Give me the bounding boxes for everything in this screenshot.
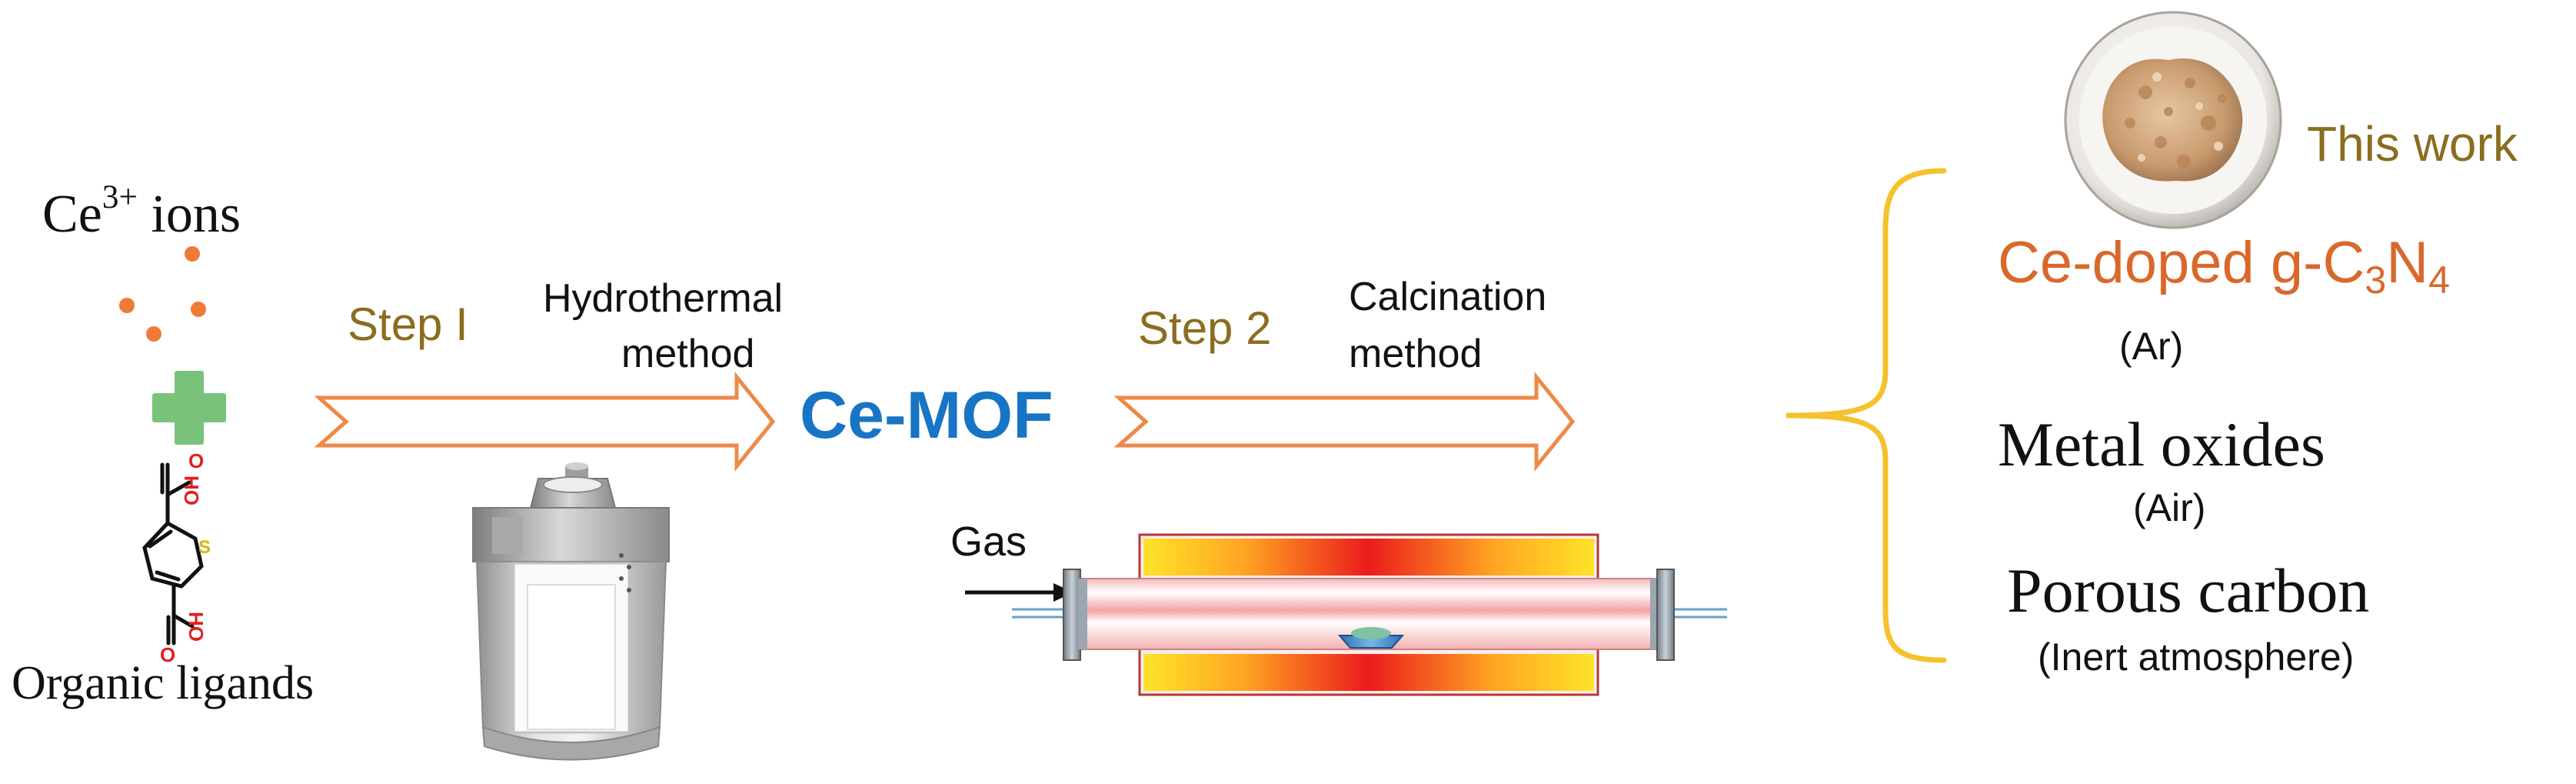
product-ce-doped-gcn: Ce-doped g-C3N4 [1998, 234, 2450, 300]
hydrothermal-autoclave-icon [472, 462, 670, 761]
step1-arrow [314, 371, 776, 472]
product-porous-carbon-atmosphere: (Inert atmosphere) [2038, 636, 2355, 679]
step1-method-line2: method [621, 332, 755, 376]
product-metal-oxides: Metal oxides [1998, 409, 2325, 479]
gas-label: Gas [950, 519, 1027, 565]
ce-ion-dots [119, 246, 206, 342]
tube-furnace-icon [1012, 533, 1727, 696]
this-work-label: This work [2307, 116, 2518, 172]
product-ce-doped-gcn-atmosphere: (Ar) [2119, 325, 2184, 368]
ce-ion-label: Ce3+ ions [42, 180, 241, 244]
product-ce-doped-gcn-prefix: Ce-doped g-C [1998, 230, 2365, 295]
ce-mof-label: Ce-MOF [800, 379, 1053, 452]
step1-label: Step I [348, 299, 468, 350]
product-powder-bowl-photo [2064, 11, 2282, 229]
ligand-oxygen-bottom: O [160, 643, 176, 666]
ce-charge: 3+ [102, 178, 138, 215]
ce-element: Ce [42, 185, 102, 244]
curly-brace [1786, 168, 1947, 663]
ligand-sulfur: S [198, 537, 211, 558]
plus-icon [152, 371, 226, 445]
product-porous-carbon: Porous carbon [2007, 555, 2370, 626]
ligand-oxygen-top: O [188, 449, 205, 472]
step1-method-line1: Hydrothermal [543, 276, 784, 321]
step2-arrow [1113, 371, 1576, 472]
product-ce-doped-gcn-mid: N [2386, 230, 2429, 295]
ligand-label: Organic ligands [12, 657, 315, 709]
product-metal-oxides-atmosphere: (Air) [2133, 486, 2206, 529]
product-ce-doped-gcn-sub2: 4 [2428, 259, 2451, 302]
ce-ion-suffix: ions [137, 185, 241, 244]
step2-label: Step 2 [1138, 302, 1272, 354]
gas-inlet-arrow-icon [965, 583, 1073, 602]
step2-method-line2: method [1349, 332, 1483, 376]
ligand-hydroxyl-top: HO [180, 475, 203, 505]
ligand-hydroxyl-bottom: HO [185, 612, 208, 642]
product-ce-doped-gcn-sub1: 3 [2365, 259, 2387, 302]
thiophene-dicarboxylic-acid-structure [142, 462, 204, 646]
step2-method-line1: Calcination [1349, 275, 1547, 319]
